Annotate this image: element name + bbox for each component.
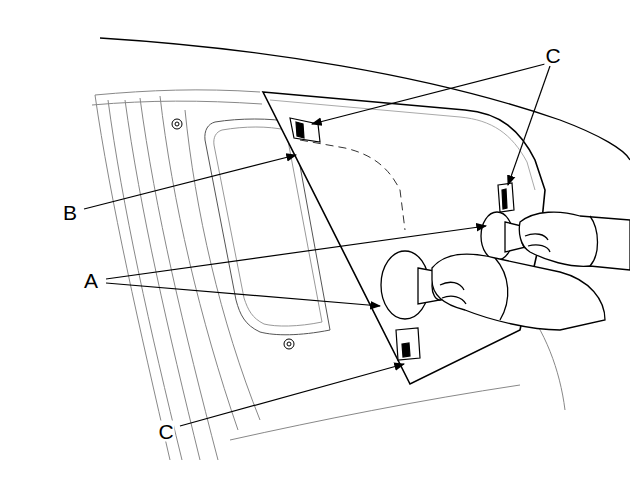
callout-letter: C [544, 45, 561, 66]
callout-letter: A [83, 270, 99, 291]
callout-letter: B [62, 202, 78, 223]
suction-cups-and-hands [381, 212, 630, 330]
car-body [92, 38, 630, 460]
callout-letter: C [157, 421, 174, 442]
clips [290, 118, 514, 360]
leader-lines [84, 64, 550, 426]
